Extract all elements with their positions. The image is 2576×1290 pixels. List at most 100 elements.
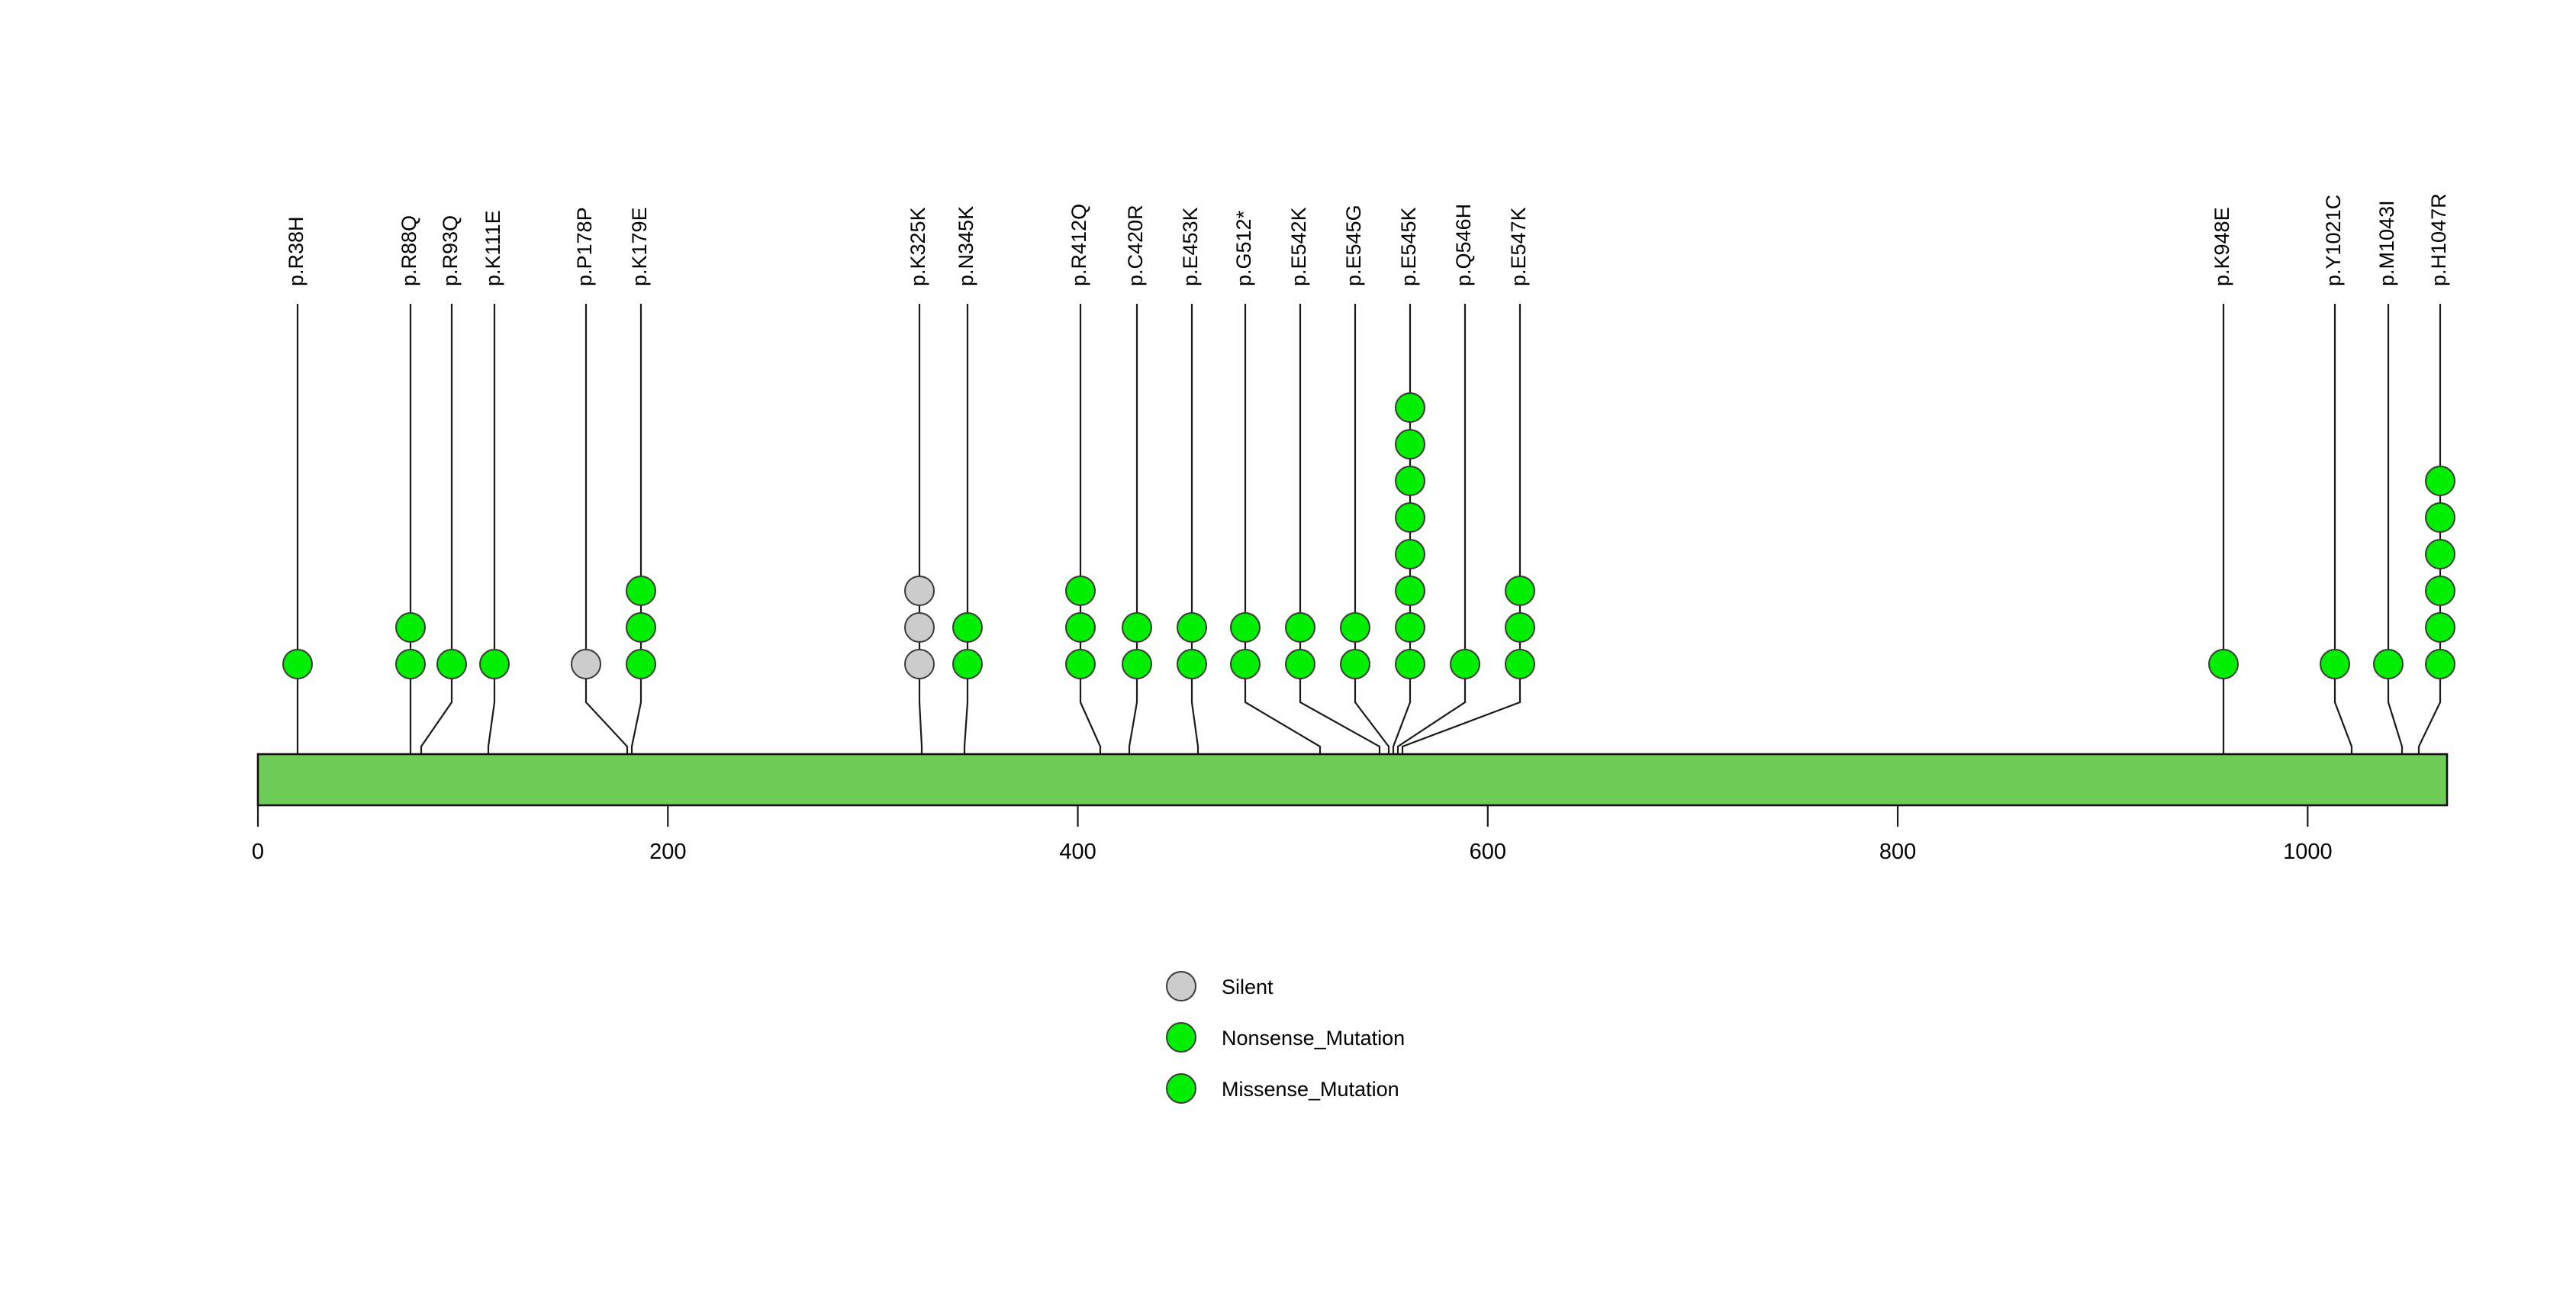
mutation-dot[interactable]: [1177, 612, 1207, 643]
mutation-label: p.R93Q: [439, 215, 462, 286]
legend-swatch[interactable]: [1166, 971, 1196, 1001]
lollipop-stem: [2387, 304, 2404, 754]
mutation-label: p.K179E: [628, 207, 651, 286]
legend-label: Nonsense_Mutation: [1222, 1027, 1405, 1050]
mutation-dot[interactable]: [2425, 649, 2455, 679]
axis-tick-label: 400: [1059, 840, 1096, 864]
mutation-dot[interactable]: [1395, 649, 1425, 679]
mutation-label: p.Y1021C: [2322, 195, 2345, 286]
mutation-dot[interactable]: [1395, 429, 1425, 460]
mutation-dot[interactable]: [1122, 612, 1152, 643]
mutation-dot[interactable]: [571, 649, 601, 679]
mutation-label: p.N345K: [955, 206, 977, 286]
lollipop-stem: [963, 304, 969, 754]
mutation-dot[interactable]: [1340, 612, 1370, 643]
mutation-dot[interactable]: [626, 612, 656, 643]
mutation-dot[interactable]: [2425, 576, 2455, 606]
lollipop-stem: [1190, 304, 1199, 754]
mutation-dot[interactable]: [2425, 466, 2455, 496]
mutation-dot[interactable]: [436, 649, 467, 679]
lollipop-stem: [918, 304, 923, 754]
mutation-label: p.Q546H: [1452, 204, 1475, 286]
axis-tick-label: 200: [649, 840, 686, 864]
mutation-dot[interactable]: [904, 612, 935, 643]
mutation-dot[interactable]: [626, 649, 656, 679]
mutation-label: p.E453K: [1179, 207, 1202, 286]
mutation-dot[interactable]: [1395, 576, 1425, 606]
mutation-dot[interactable]: [904, 649, 935, 679]
axis-tick-label: 1000: [2283, 840, 2333, 864]
mutation-label: p.R412Q: [1067, 204, 1090, 286]
mutation-dot[interactable]: [626, 576, 656, 606]
mutation-label: p.E545K: [1397, 207, 1420, 286]
mutation-dot[interactable]: [1395, 612, 1425, 643]
lollipop-labels-group: p.R38H p.R88Q p.R93Q p.K111E p.P178P p.K179E p…: [285, 193, 2450, 286]
mutation-dot[interactable]: [2425, 502, 2455, 533]
mutation-dot[interactable]: [1505, 612, 1535, 643]
mutation-dot[interactable]: [1505, 649, 1535, 679]
legend-swatch[interactable]: [1166, 1022, 1196, 1053]
mutation-dot[interactable]: [1395, 392, 1425, 423]
mutation-dot[interactable]: [952, 612, 983, 643]
mutation-label: p.C420R: [1124, 205, 1147, 286]
mutation-label: p.K111E: [481, 210, 504, 286]
lollipop-stem: [630, 304, 642, 754]
mutation-dot[interactable]: [1230, 649, 1261, 679]
mutation-dot[interactable]: [1065, 612, 1096, 643]
mutation-dot[interactable]: [1340, 649, 1370, 679]
lollipop-stem: [1079, 304, 1102, 754]
mutation-label: p.G512*: [1232, 210, 1255, 286]
mutation-dot[interactable]: [2425, 612, 2455, 643]
lollipop-stem: [1128, 304, 1138, 754]
lollipop-stem: [584, 304, 629, 754]
mutation-dot[interactable]: [1065, 649, 1096, 679]
axis-tick-label: 800: [1879, 840, 1916, 864]
mutation-dot[interactable]: [1395, 539, 1425, 569]
lollipop-stem: [1299, 304, 1381, 754]
lollipop-stem: [1354, 304, 1390, 754]
mutation-dot[interactable]: [904, 576, 935, 606]
mutation-label: p.E542K: [1287, 207, 1310, 286]
mutation-label: p.R88Q: [398, 215, 420, 286]
mutation-dot[interactable]: [2373, 649, 2404, 679]
lollipop-stem: [1244, 304, 1322, 754]
mutation-dot[interactable]: [1230, 612, 1261, 643]
mutation-dot[interactable]: [2208, 649, 2239, 679]
protein-domain-bar-group: [256, 753, 2449, 807]
mutation-label: p.R38H: [285, 216, 308, 286]
mutation-dot[interactable]: [1285, 649, 1315, 679]
mutation-label: p.K325K: [906, 207, 929, 286]
mutation-dot[interactable]: [1395, 466, 1425, 496]
lollipop-stems-group: [296, 304, 2442, 754]
axis-tick-label: 600: [1470, 840, 1506, 864]
mutation-dot[interactable]: [395, 649, 426, 679]
legend-label: Missense_Mutation: [1222, 1078, 1399, 1101]
lollipop-stem: [1401, 304, 1521, 754]
axis-tick-label: 0: [252, 840, 264, 864]
mutation-dot[interactable]: [282, 649, 313, 679]
mutation-label: p.M1043I: [2375, 200, 2398, 286]
lollipop-dots-group: [282, 392, 2455, 679]
mutation-dot[interactable]: [1065, 576, 1096, 606]
lollipop-stem: [420, 304, 453, 754]
mutation-dot[interactable]: [2320, 649, 2350, 679]
mutation-dot[interactable]: [1285, 612, 1315, 643]
mutation-label: p.P178P: [573, 207, 596, 286]
mutation-dot[interactable]: [1450, 649, 1480, 679]
mutation-dot[interactable]: [2425, 539, 2455, 569]
mutation-label: p.E545G: [1342, 205, 1365, 286]
mutation-dot[interactable]: [395, 612, 426, 643]
legend-swatch[interactable]: [1166, 1073, 1196, 1104]
mutation-dot[interactable]: [952, 649, 983, 679]
mutation-dot[interactable]: [479, 649, 510, 679]
mutation-dot[interactable]: [1177, 649, 1207, 679]
mutation-dot[interactable]: [1395, 502, 1425, 533]
mutation-dot[interactable]: [1505, 576, 1535, 606]
legend-label: Silent: [1222, 976, 1274, 998]
lollipop-stem: [1396, 304, 1467, 754]
mutation-dot[interactable]: [1122, 649, 1152, 679]
mutation-label: p.H1047R: [2427, 193, 2450, 286]
